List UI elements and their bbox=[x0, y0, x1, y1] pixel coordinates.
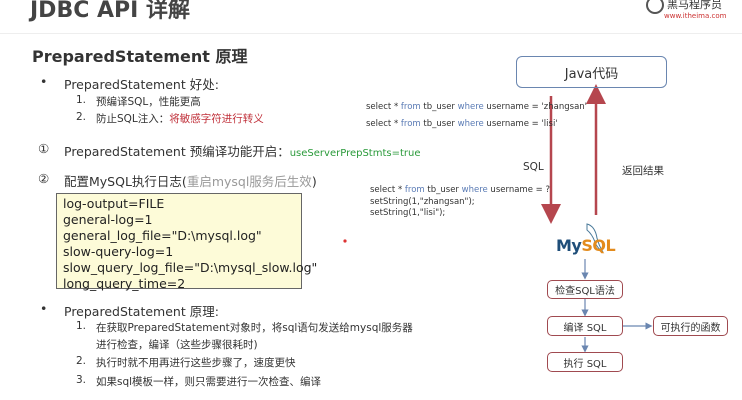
list-number: 1. bbox=[76, 94, 87, 106]
log-config-line: slow_query_log_file="D:\mysql_slow.log" bbox=[63, 260, 318, 275]
section-title: PreparedStatement 原理 bbox=[32, 47, 248, 66]
check-syntax-box: 检查SQL语法 bbox=[547, 280, 623, 299]
header-title: JDBC API 详解 bbox=[30, 0, 191, 23]
list-item: 防止SQL注入：将敏感字符进行转义 bbox=[96, 113, 264, 125]
result-arrow-label: 返回结果 bbox=[622, 165, 664, 177]
step2: 配置MySQL执行日志(重启mysql服务后生效) bbox=[64, 174, 317, 189]
log-config-line: general-log=1 bbox=[63, 212, 153, 227]
list-number: 3. bbox=[76, 374, 87, 386]
divider bbox=[0, 33, 742, 34]
sql-line: select * from tb_user where username = '… bbox=[366, 102, 587, 112]
prepared-line: setString(1,"lisi"); bbox=[370, 208, 446, 218]
pointer-dot bbox=[343, 239, 347, 243]
step-marker: ① bbox=[38, 141, 50, 156]
list-number: 2. bbox=[76, 111, 87, 123]
list-item: 在获取PreparedStatement对象时，将sql语句发送给mysql服务… bbox=[96, 322, 413, 334]
list-number: 2. bbox=[76, 355, 87, 367]
list-item: 如果sql模板一样，则只需要进行一次检查、编译 bbox=[96, 376, 322, 388]
log-config-line: slow-query-log=1 bbox=[63, 244, 174, 259]
sql-line: select * from tb_user where username = '… bbox=[366, 119, 558, 129]
dolphin-icon bbox=[586, 223, 604, 253]
prepared-line: setString(1,"zhangsan"); bbox=[370, 197, 475, 207]
principle-heading: PreparedStatement 原理: bbox=[64, 304, 219, 319]
bullet: • bbox=[40, 74, 48, 89]
step1: PreparedStatement 预编译功能开启：useServerPrepS… bbox=[64, 144, 421, 159]
executable-function-box: 可执行的函数 bbox=[653, 316, 728, 336]
compile-box: 编译 SQL bbox=[547, 316, 623, 336]
list-item-continued: 进行检查，编译（这些步骤很耗时) bbox=[96, 339, 258, 351]
prepared-line: select * from tb_user where username = ? bbox=[370, 185, 550, 195]
log-config-line: general_log_file="D:\mysql.log" bbox=[63, 228, 262, 243]
execute-box: 执行 SQL bbox=[547, 352, 623, 372]
list-item: 预编译SQL，性能更高 bbox=[96, 96, 201, 108]
sql-arrow-label: SQL bbox=[523, 161, 544, 173]
logo-icon bbox=[646, 0, 664, 14]
benefits-heading: PreparedStatement 好处: bbox=[64, 77, 219, 92]
java-code-box: Java代码 bbox=[516, 56, 667, 88]
bullet: • bbox=[40, 301, 48, 316]
step-marker: ② bbox=[38, 171, 50, 186]
log-config-line: log-output=FILE bbox=[63, 196, 165, 211]
mysql-logo: MySQL bbox=[556, 236, 616, 255]
list-item: 执行时就不用再进行这些步骤了，速度更快 bbox=[96, 357, 296, 369]
log-config-line: long_query_time=2 bbox=[63, 276, 186, 291]
list-number: 1. bbox=[76, 320, 87, 332]
